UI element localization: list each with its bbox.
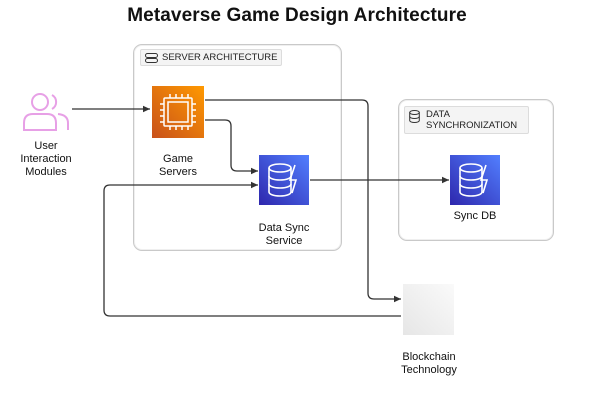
server-architecture-group <box>133 44 342 251</box>
ec2-chip-icon <box>152 86 204 138</box>
blockchain-label-text: Blockchain Technology <box>401 351 457 376</box>
game-servers-label-text: Game Servers <box>159 153 197 178</box>
data-sync-service-label-text: Data Sync Service <box>258 222 310 247</box>
user-interaction-label: User Interaction Modules <box>20 140 72 178</box>
database-icon <box>409 110 420 126</box>
server-stack-icon <box>145 53 158 66</box>
data-synchronization-text: DATA SYNCHRONIZATION <box>426 109 518 131</box>
diagram-title: Metaverse Game Design Architecture <box>127 5 467 26</box>
game-servers-node[interactable] <box>152 86 204 138</box>
server-architecture-text: SERVER ARCHITECTURE <box>162 52 278 63</box>
data-sync-service-label: Data Sync Service <box>244 209 324 248</box>
sync-db-node[interactable] <box>450 155 500 205</box>
user-interaction-node[interactable] <box>20 90 72 134</box>
dynamodb-icon <box>450 155 500 205</box>
data-sync-service-node[interactable] <box>259 155 309 205</box>
edge-game-servers-to-data-sync <box>205 119 258 175</box>
dynamodb-icon <box>259 155 309 205</box>
edge-blockchain-to-data-sync <box>103 181 401 317</box>
blank-placeholder-icon <box>403 284 454 335</box>
users-icon <box>23 93 69 131</box>
game-servers-label: Game Servers <box>138 140 218 179</box>
server-architecture-label: SERVER ARCHITECTURE <box>140 49 283 66</box>
edge-game-servers-to-blockchain <box>205 99 401 303</box>
blockchain-node[interactable] <box>403 284 454 335</box>
blockchain-label: Blockchain Technology <box>381 338 477 377</box>
data-synchronization-label: DATA SYNCHRONIZATION <box>404 106 529 134</box>
sync-db-label: Sync DB <box>453 210 497 222</box>
